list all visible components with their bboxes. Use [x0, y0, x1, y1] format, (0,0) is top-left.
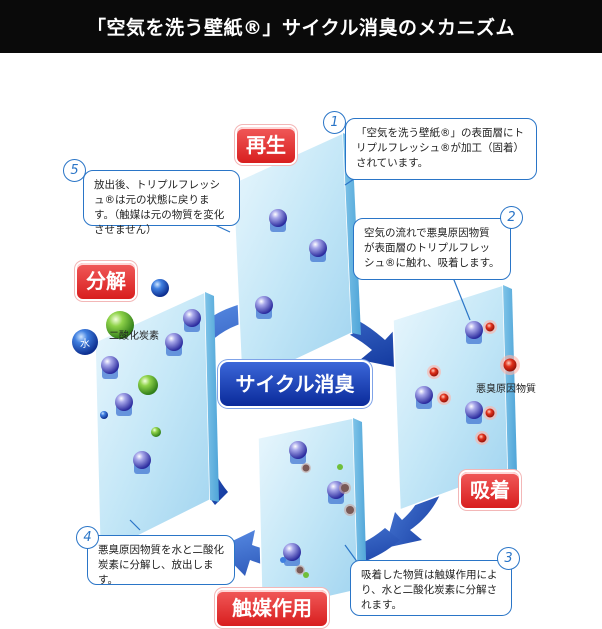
callout-step-1: 「空気を洗う壁紙®」の表面層にトリプルフレッシュ®が加工（固着）されています。: [345, 118, 537, 180]
page-title: 「空気を洗う壁紙®」サイクル消臭のメカニズム: [0, 0, 602, 53]
panel-decomposition: [94, 290, 219, 557]
step-number-4: 4: [76, 526, 99, 549]
odor-particles: [295, 320, 520, 575]
callout-step-3: 吸着した物質は触媒作用により、水と二酸化炭素に分解されます。: [350, 560, 512, 616]
step-number-5: 5: [63, 159, 86, 182]
callout-step-5-text: 放出後、トリプルフレッシュ®は元の状態に戻ります。（触媒は元の物質を変化させませ…: [94, 179, 225, 236]
water-label: 水: [80, 339, 90, 350]
callout-step-4-text: 悪臭原因物質を水と二酸化炭素に分解し、放出します。: [98, 544, 224, 586]
step-number-2: 2: [500, 206, 523, 229]
odor-label: 悪臭原因物質: [476, 384, 536, 395]
step-number-3: 3: [497, 547, 520, 570]
callout-step-5: 放出後、トリプルフレッシュ®は元の状態に戻ります。（触媒は元の物質を変化させませ…: [83, 170, 240, 236]
panel-regeneration: [232, 131, 361, 387]
stage-label-decomposition: 分解: [77, 263, 135, 299]
stage-label-adsorption: 吸着: [461, 472, 519, 508]
catalyst-beads: [101, 209, 483, 566]
step-number-1: 1: [323, 111, 346, 134]
center-label: サイクル消臭: [220, 362, 370, 406]
cycle-diagram: [72, 131, 520, 613]
co2-label: 二酸化炭素: [109, 331, 159, 342]
callout-step-1-text: 「空気を洗う壁紙®」の表面層にトリプルフレッシュ®が加工（固着）されています。: [356, 127, 524, 169]
callout-step-2-text: 空気の流れで悪臭原因物質が表面層のトリプルフレッシュ®に触れ、吸着します。: [364, 227, 500, 269]
callout-step-2: 空気の流れで悪臭原因物質が表面層のトリプルフレッシュ®に触れ、吸着します。: [353, 218, 511, 280]
stage-label-catalysis: 触媒作用: [217, 590, 327, 626]
released-molecules: [72, 279, 343, 578]
callout-step-4: 悪臭原因物質を水と二酸化炭素に分解し、放出します。: [87, 535, 235, 586]
callout-step-3-text: 吸着した物質は触媒作用により、水と二酸化炭素に分解されます。: [361, 569, 498, 611]
stage-label-regeneration: 再生: [237, 127, 295, 163]
